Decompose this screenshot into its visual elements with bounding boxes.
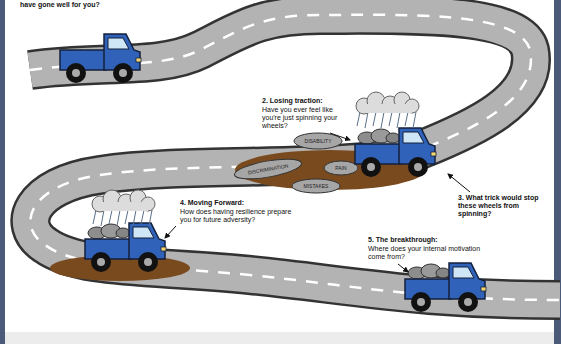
callout-heading: 4. Moving Forward: bbox=[180, 199, 295, 207]
rock-label: PAIN bbox=[324, 161, 358, 175]
rock-label: MISTAKES bbox=[292, 179, 340, 193]
callout-body: Where does your internal motivation come… bbox=[368, 245, 498, 261]
callout-heading: 5. The breakthrough: bbox=[368, 236, 498, 244]
callout-heading: 2. Losing traction: bbox=[262, 97, 352, 105]
rock-label: DISABILITY bbox=[294, 134, 342, 148]
callout-heading: 3. What trick would stop these wheels fr… bbox=[458, 194, 550, 218]
callout-body: How does having resilience prepare you f… bbox=[180, 208, 292, 224]
callout-body: Have you ever feel like you're just spin… bbox=[262, 106, 348, 130]
intro-question: have gone well for you? bbox=[20, 1, 180, 9]
